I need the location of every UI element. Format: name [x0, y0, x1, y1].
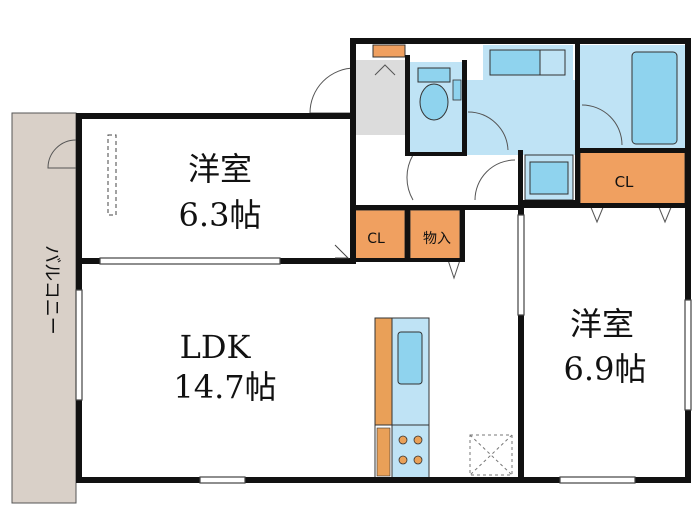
toilet-tank — [417, 67, 451, 83]
closet-2: CL — [579, 151, 686, 224]
toilet-room — [406, 62, 463, 201]
kitchen-sink — [397, 331, 423, 385]
western-room-2-name: 洋室 — [570, 305, 634, 343]
closet-1: CL — [354, 209, 406, 261]
western-room-1-size: 6.3帖 — [179, 196, 262, 234]
ldk-name: LDK — [180, 328, 252, 366]
ldk-size: 14.7帖 — [173, 368, 276, 406]
western-room-1-name: 洋室 — [188, 150, 252, 188]
closet-1-label: CL — [367, 231, 385, 247]
washbasin — [489, 49, 541, 76]
bathtub — [631, 51, 678, 145]
kitchen — [374, 317, 513, 479]
closet-rail — [107, 134, 117, 216]
washroom — [465, 45, 575, 201]
storage-label: 物入 — [423, 231, 451, 247]
balcony: バルコニー — [11, 112, 77, 504]
storage: 物入 — [409, 209, 461, 280]
entrance — [309, 44, 408, 135]
toilet-bowl — [419, 83, 449, 121]
fridge-space — [469, 434, 513, 476]
bathroom — [580, 45, 685, 150]
windows — [75, 214, 692, 484]
stove — [391, 424, 430, 479]
balcony-label: バルコニー — [41, 245, 62, 335]
closet-2-label: CL — [615, 173, 634, 191]
western-room-2-size: 6.9帖 — [564, 350, 647, 388]
